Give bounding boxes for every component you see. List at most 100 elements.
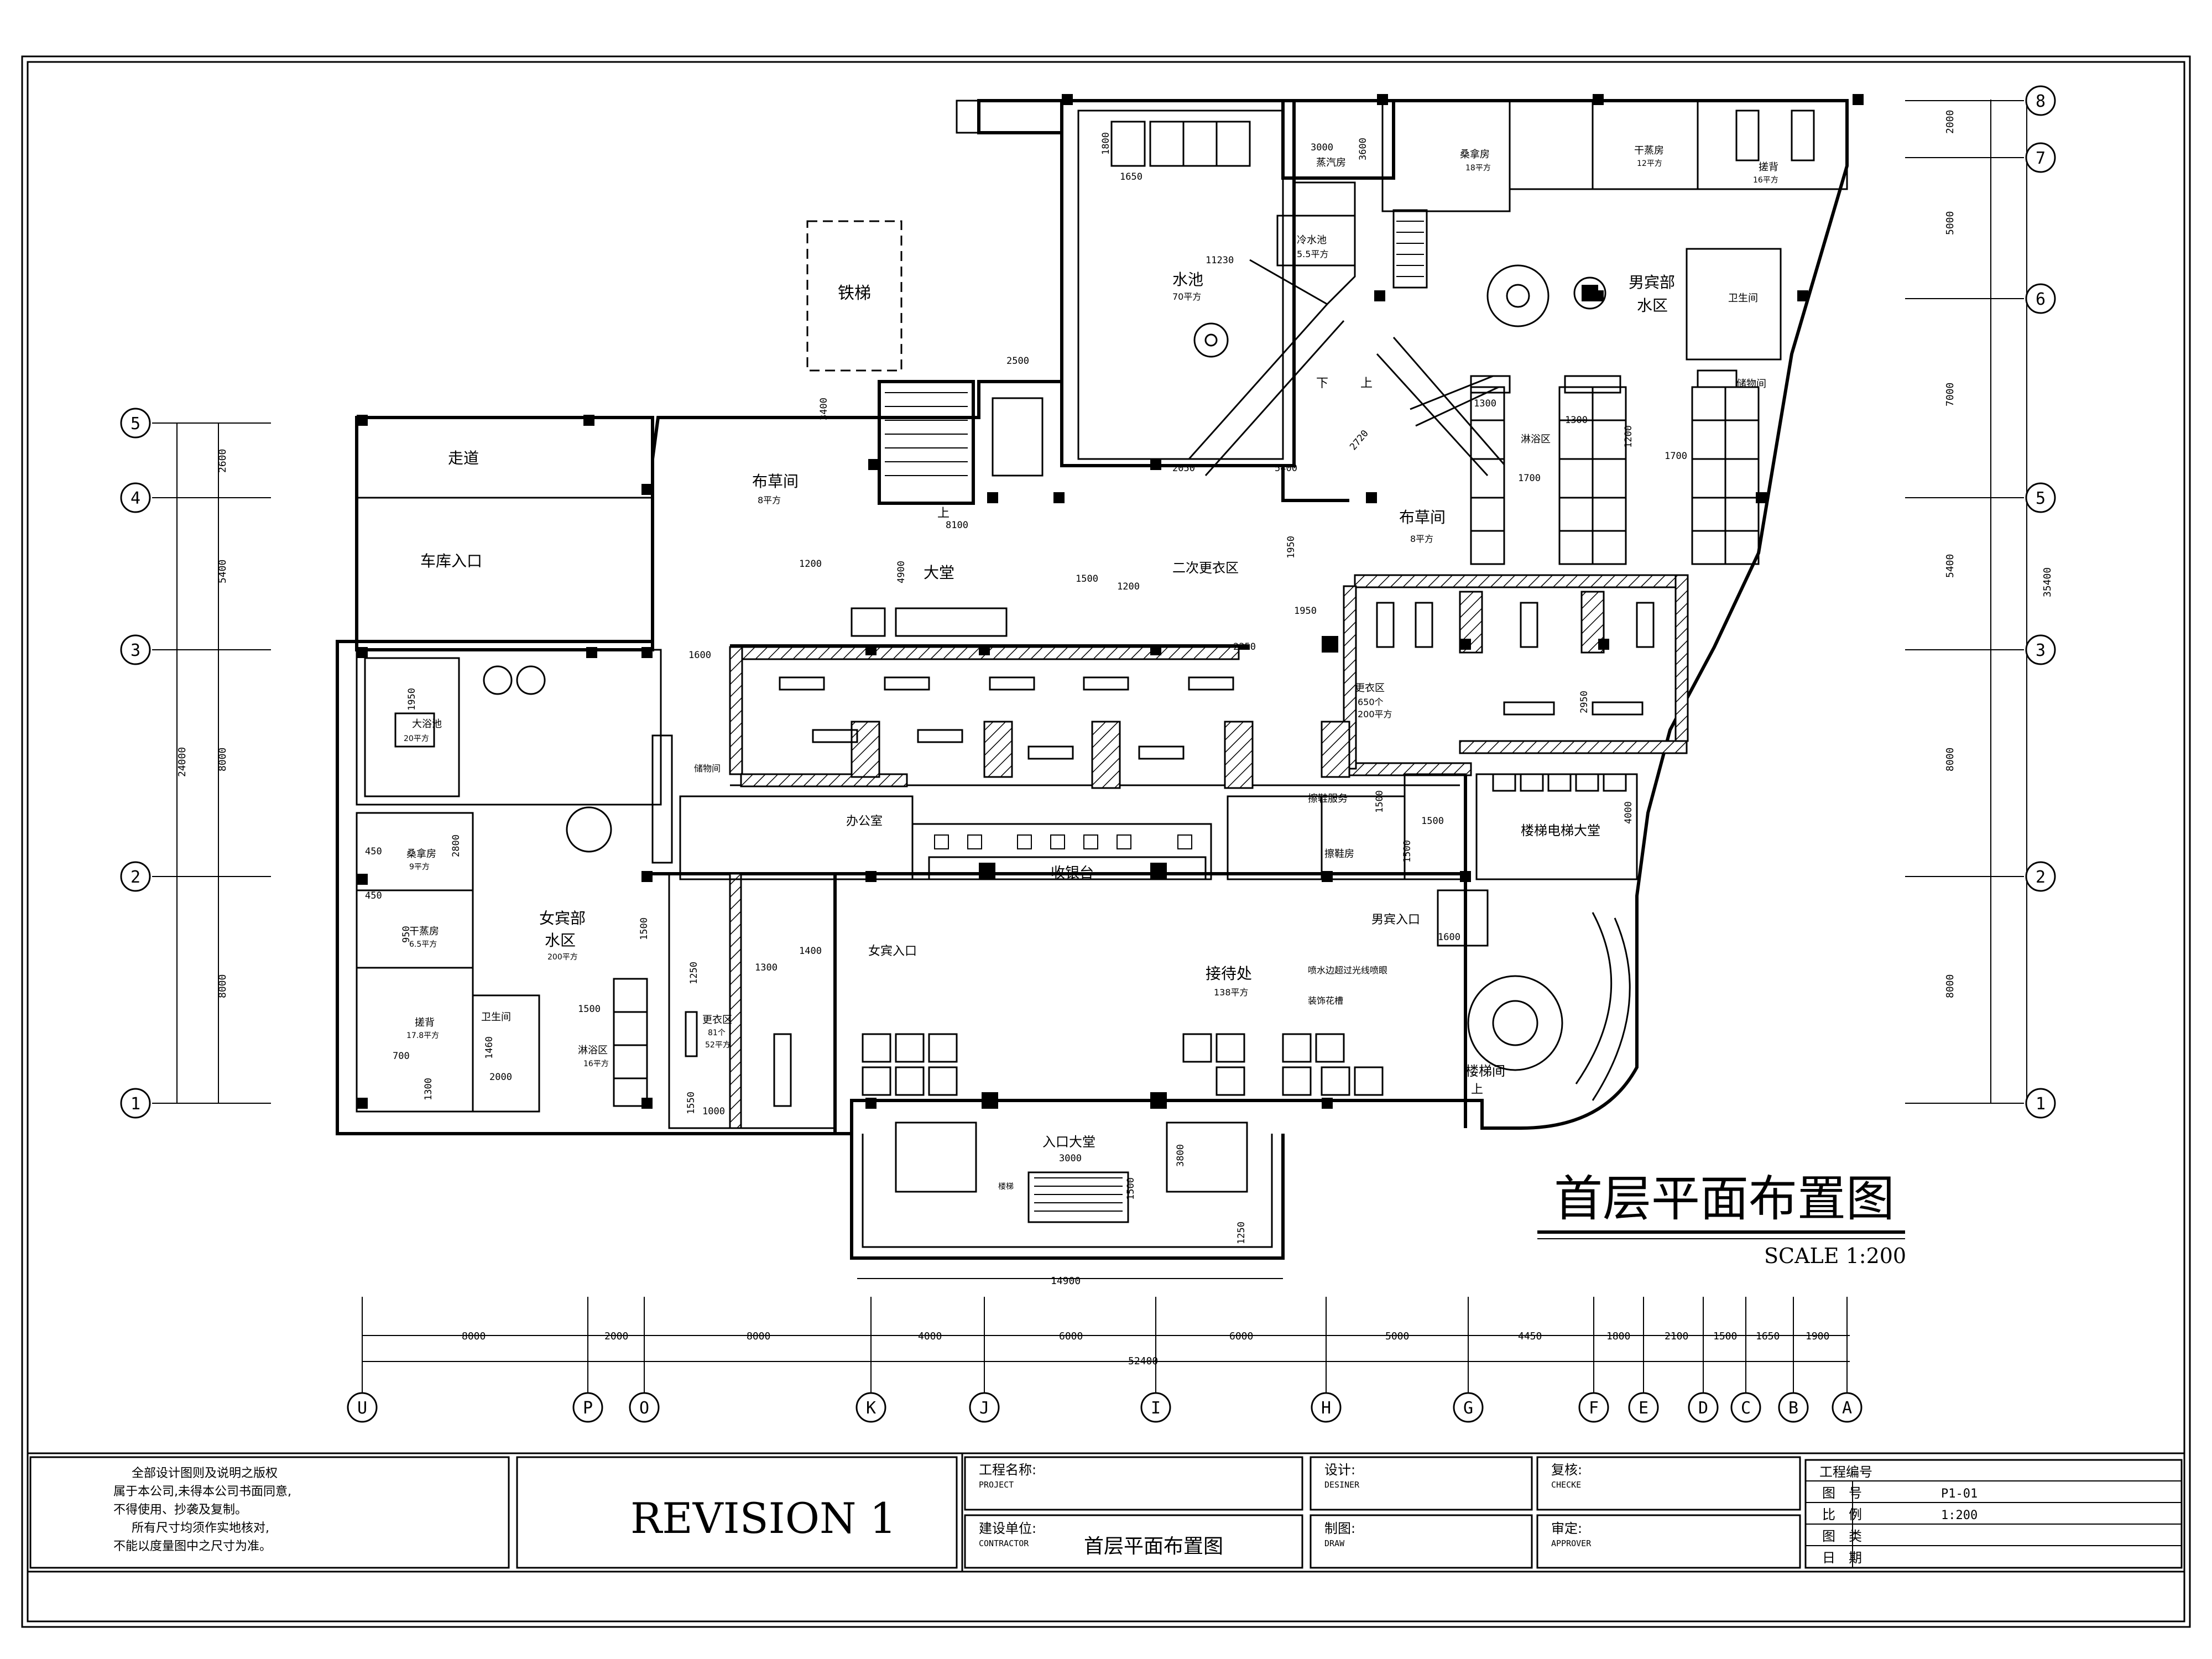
room-cold-pool: 冷水池 bbox=[1297, 234, 1327, 246]
right-dim-4: 5400 bbox=[1944, 554, 1956, 578]
axis-bubble-j-label: J bbox=[979, 1399, 989, 1418]
room-women-water2: 水区 bbox=[545, 931, 576, 950]
bottom-dim-1: 8000 bbox=[462, 1331, 486, 1342]
dim-1600-b: 1600 bbox=[1438, 932, 1460, 943]
dim-2720: 2720 bbox=[1348, 428, 1371, 452]
room-shoe-counter: 擦鞋服务 bbox=[1308, 793, 1348, 805]
drawing-title: 首层平面布置图 bbox=[1554, 1170, 1895, 1227]
bottom-dim-11: 1500 bbox=[1713, 1331, 1737, 1342]
copyright-line-2: 属于本公司,未得本公司书面同意, bbox=[113, 1485, 291, 1499]
axis-bubble-e-label: E bbox=[1639, 1399, 1648, 1418]
right-dim-6: 8000 bbox=[1944, 974, 1956, 998]
project-no-label: 工程编号 bbox=[1819, 1464, 1872, 1480]
axis-bubble-u-label: U bbox=[357, 1399, 367, 1418]
axis-bubble-right-2-label: 2 bbox=[2036, 868, 2046, 887]
dim-5400: 5400 bbox=[1275, 463, 1297, 474]
bottom-axis: 14900 52400 8000 2000 8000 4000 6000 600… bbox=[347, 1275, 1863, 1423]
dim-2800: 2800 bbox=[451, 834, 462, 857]
dim-entrance-width: 14900 bbox=[1051, 1275, 1081, 1287]
dim-1250-b: 1250 bbox=[1236, 1222, 1247, 1244]
dim-1700-b: 1700 bbox=[1665, 451, 1687, 462]
room-wc-w: 卫生间 bbox=[481, 1011, 511, 1023]
tb-row-2-value: 1:200 bbox=[1941, 1509, 1978, 1522]
right-axis: 35400 2000 5000 7000 5400 8000 8000 8765… bbox=[1905, 85, 2056, 1119]
copyright-line-3: 不得使用、抄袭及复制。 bbox=[113, 1503, 247, 1517]
axis-bubble-right-8-label: 8 bbox=[2036, 92, 2046, 111]
dim-left-total: 24000 bbox=[176, 747, 188, 777]
axis-bubble-h: H bbox=[1311, 1392, 1342, 1423]
tb-row-1-value: P1-01 bbox=[1941, 1487, 1978, 1501]
bottom-dim-13: 1900 bbox=[1806, 1331, 1829, 1342]
room-wc-men: 卫生间 bbox=[1728, 293, 1758, 304]
room-shoe: 擦鞋房 bbox=[1324, 848, 1354, 860]
axis-bubble-o-label: O bbox=[639, 1399, 649, 1418]
axis-bubble-a: A bbox=[1832, 1392, 1863, 1423]
axis-bubble-left-2-label: 2 bbox=[131, 868, 140, 887]
axis-bubble-j: J bbox=[969, 1392, 1000, 1423]
axis-bubble-left-5-label: 5 bbox=[131, 414, 140, 434]
bottom-dim-2: 2000 bbox=[604, 1331, 628, 1342]
room-reception-desk: 收银台 bbox=[1051, 865, 1094, 881]
axis-bubble-right-2: 2 bbox=[2025, 861, 2056, 892]
dim-11230: 11230 bbox=[1206, 255, 1234, 266]
dim-2000: 2000 bbox=[489, 1072, 512, 1083]
dim-3600: 3600 bbox=[1358, 138, 1369, 160]
room-mens-water2: 水区 bbox=[1637, 296, 1668, 315]
right-dim-2: 5000 bbox=[1944, 211, 1956, 235]
dim-1650-top: 1650 bbox=[1120, 171, 1142, 182]
bottom-dim-10: 2100 bbox=[1665, 1331, 1688, 1342]
axis-bubble-left-2: 2 bbox=[120, 861, 151, 892]
axis-bubble-b-label: B bbox=[1788, 1399, 1798, 1418]
room-stair-hall: 楼梯电梯大堂 bbox=[1521, 823, 1600, 838]
tb-row-3-label: 图 类 bbox=[1822, 1528, 1862, 1544]
dim-1950-a: 1950 bbox=[1286, 536, 1297, 559]
right-dim-1: 2000 bbox=[1944, 110, 1956, 134]
dim-2050: 2050 bbox=[1172, 463, 1195, 474]
dim-8100: 8100 bbox=[946, 520, 968, 531]
axis-bubble-right-3: 3 bbox=[2025, 634, 2056, 665]
room-dry: 干蒸房 bbox=[1634, 145, 1664, 156]
dim-2350: 2350 bbox=[1233, 641, 1256, 653]
axis-bubble-right-3-label: 3 bbox=[2036, 641, 2046, 660]
axis-bubble-d-label: D bbox=[1698, 1399, 1708, 1418]
right-dim-3: 7000 bbox=[1944, 383, 1956, 406]
outer-frame bbox=[21, 55, 2191, 1628]
axis-bubble-g: G bbox=[1453, 1392, 1484, 1423]
room-second-changing: 二次更衣区 bbox=[1172, 560, 1239, 576]
title-block: 全部设计图则及说明之版权 属于本公司,未得本公司书面同意, 不得使用、抄袭及复制… bbox=[27, 1452, 2185, 1573]
dim-1500-b: 1500 bbox=[1421, 816, 1444, 827]
room-dry-w-area: 6.5平方 bbox=[409, 940, 437, 949]
room-changing-w-area: 52平方 bbox=[705, 1041, 731, 1050]
bottom-dim-12: 1650 bbox=[1756, 1331, 1780, 1342]
axis-bubble-d: D bbox=[1688, 1392, 1719, 1423]
drawing-scale: SCALE 1:200 bbox=[1764, 1244, 1906, 1268]
room-dry-w: 干蒸房 bbox=[409, 926, 439, 937]
room-changing-men: 更衣区 bbox=[1355, 682, 1385, 694]
room-entrance: 入口大堂 bbox=[1042, 1134, 1095, 1150]
room-changing-men-info: 650个 bbox=[1358, 697, 1384, 707]
room-sauna-w-area: 9平方 bbox=[409, 863, 430, 872]
dim-1250-a: 1250 bbox=[688, 962, 700, 984]
check-label-en: CHECKE bbox=[1551, 1480, 1581, 1490]
room-men-entry: 男宾入口 bbox=[1371, 913, 1420, 927]
dim-950: 950 bbox=[401, 926, 412, 943]
dim-3000: 3000 bbox=[1311, 142, 1333, 153]
dim-1950-c: 1950 bbox=[406, 688, 418, 711]
dim-1500-g: 1500 bbox=[1125, 1177, 1136, 1200]
axis-bubble-left-4: 4 bbox=[120, 482, 151, 513]
dim-1000: 1000 bbox=[702, 1106, 725, 1117]
note-planter: 装饰花槽 bbox=[1308, 995, 1343, 1006]
axis-bubble-left-4-label: 4 bbox=[131, 489, 140, 508]
room-sauna-w: 桑拿房 bbox=[406, 848, 436, 860]
label-up-2: 上 bbox=[1360, 377, 1373, 390]
room-dry-area: 12平方 bbox=[1637, 159, 1662, 168]
room-sauna: 桑拿房 bbox=[1460, 148, 1490, 160]
axis-bubble-b: B bbox=[1778, 1392, 1809, 1423]
note-fountain: 喷水边超过光线喷眼 bbox=[1308, 965, 1387, 975]
structural-columns bbox=[357, 94, 1864, 1109]
room-changing-men-area: 200平方 bbox=[1358, 709, 1392, 719]
dim-1300-c: 1300 bbox=[755, 962, 778, 973]
dim-4900: 4900 bbox=[896, 561, 907, 583]
axis-bubble-c: C bbox=[1730, 1392, 1761, 1423]
